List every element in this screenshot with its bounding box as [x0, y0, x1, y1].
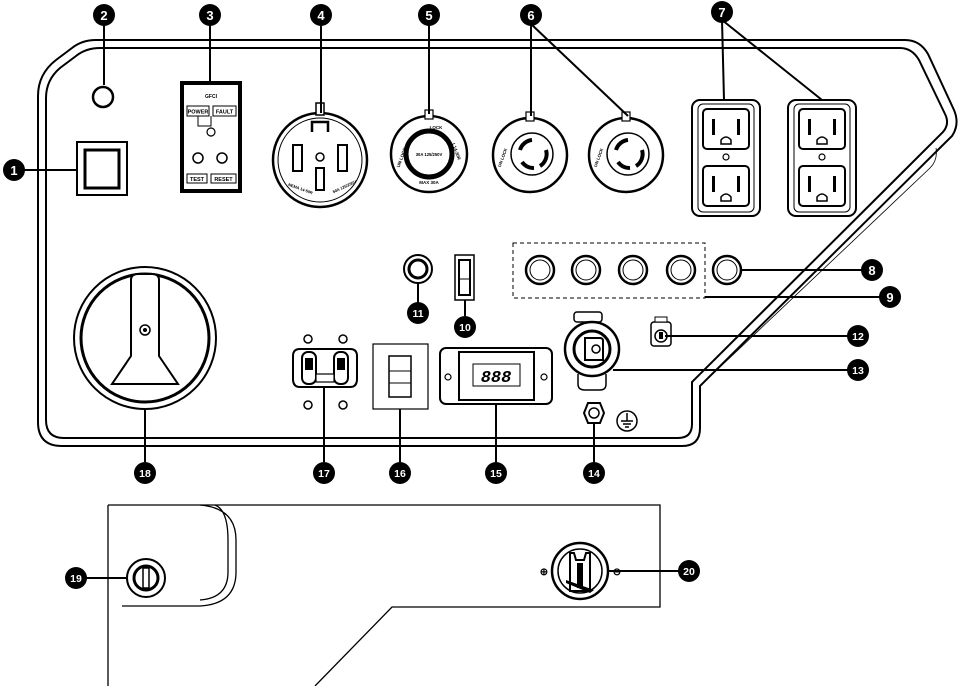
usb-port[interactable]	[650, 316, 672, 347]
battery-cover[interactable]	[372, 343, 429, 410]
callout-8: 8	[861, 259, 883, 281]
svg-text:5: 5	[425, 8, 432, 23]
svg-text:11: 11	[412, 308, 423, 320]
svg-text:17: 17	[318, 468, 330, 480]
callout-11: 11	[407, 302, 429, 324]
gfci-test-label: TEST	[190, 177, 205, 183]
callout-17: 17	[313, 462, 335, 484]
svg-text:16: 16	[394, 468, 406, 480]
duplex-outlet-left[interactable]	[691, 99, 761, 217]
svg-text:8: 8	[868, 263, 875, 278]
twist-lock-left-ring-label: UN LOCK	[497, 147, 509, 168]
callout-4: 4	[310, 4, 332, 26]
svg-text:4: 4	[317, 8, 325, 23]
receptacle-50a[interactable]: NEMA 14-50R 50A 125/250V	[271, 102, 369, 209]
gfci-reset-button[interactable]	[216, 152, 228, 164]
callout-7: 7	[711, 1, 733, 23]
breaker-group	[524, 254, 743, 286]
callout-13: 13	[847, 359, 869, 381]
twist-lock-30a-right-label: L14-30R	[451, 142, 462, 161]
digital-meter: 888	[439, 347, 553, 405]
panel-outline	[37, 39, 958, 447]
svg-text:2: 2	[100, 8, 107, 23]
svg-text:1: 1	[10, 163, 17, 178]
callout-19: 19	[65, 567, 87, 589]
fuel-valve[interactable]: ⊕ ⊖	[540, 541, 621, 601]
ground-terminal[interactable]	[582, 402, 606, 424]
dc-12v-outlet[interactable]	[563, 311, 621, 391]
svg-text:18: 18	[139, 468, 151, 480]
fuel-valve-on-mark: ⊕	[540, 567, 548, 578]
gfci-title: GFCI	[205, 94, 218, 100]
callout-6: 6	[520, 4, 542, 26]
gfci-power-label: POWER	[188, 110, 209, 116]
svg-text:12: 12	[852, 331, 864, 343]
panel-inner-outline	[699, 147, 937, 387]
svg-text:9: 9	[886, 290, 893, 305]
circuit-breaker-button[interactable]	[403, 254, 433, 284]
callout-2: 2	[93, 4, 115, 26]
twist-lock-right-ring-label: UN LOCK	[593, 147, 605, 168]
callout-5: 5	[418, 4, 440, 26]
svg-text:10: 10	[459, 322, 471, 334]
twist-lock-30a-center-label: 30A 125/250V	[416, 152, 443, 157]
indicator-lamp	[91, 85, 115, 109]
twist-lock-30a-left-label: UN LOCK	[396, 146, 408, 168]
callout-1: 1	[3, 159, 25, 181]
callout-12: 12	[847, 325, 869, 347]
twist-lock-30a-receptacle[interactable]: 30A 125/250V LOCK UN LOCK L14-30R MAX 30…	[389, 109, 469, 194]
lower-panel-outline	[107, 504, 661, 686]
twist-lock-receptacle-left[interactable]: UN LOCK	[491, 111, 569, 194]
callout-9: 9	[879, 286, 901, 308]
svg-text:14: 14	[588, 468, 600, 480]
svg-text:19: 19	[70, 573, 82, 585]
meter-digits: 888	[481, 369, 512, 388]
gfci-reset-label: RESET	[214, 177, 233, 183]
engine-switch-dial[interactable]	[73, 266, 217, 410]
svg-text:20: 20	[683, 566, 695, 578]
callout-16: 16	[389, 462, 411, 484]
gfci-power-light	[206, 127, 216, 137]
twist-lock-30a-bottom-label: MAX 30A	[419, 180, 439, 185]
ground-symbol-icon	[616, 410, 638, 432]
svg-text:3: 3	[206, 8, 213, 23]
callout-20: 20	[678, 560, 700, 582]
twist-lock-receptacle-right[interactable]: UN LOCK	[587, 111, 665, 194]
svg-text:13: 13	[852, 365, 864, 377]
svg-text:7: 7	[718, 5, 725, 20]
duplex-outlet-right[interactable]	[787, 99, 857, 217]
gfci-fault-label: FAULT	[216, 110, 234, 116]
main-power-switch[interactable]	[76, 141, 128, 196]
gfci-test-button[interactable]	[192, 152, 204, 164]
svg-text:15: 15	[490, 468, 502, 480]
breaker-group-outline	[512, 242, 706, 299]
callout-18: 18	[134, 462, 156, 484]
svg-text:6: 6	[527, 8, 534, 23]
parallel-terminals[interactable]	[292, 334, 358, 410]
callout-14: 14	[583, 462, 605, 484]
rocker-switch[interactable]	[454, 254, 475, 301]
gfci-module: GFCI POWER FAULT TEST RESET	[180, 81, 242, 193]
twist-lock-30a-top-label: LOCK	[430, 125, 443, 130]
fuel-valve-off-mark: ⊖	[613, 567, 621, 578]
callout-10: 10	[454, 316, 476, 338]
fuel-cap-knob[interactable]	[126, 558, 166, 598]
callout-15: 15	[485, 462, 507, 484]
callout-3: 3	[199, 4, 221, 26]
leader-lines	[24, 19, 880, 579]
callout-badges: 1 2 3 4 5 6 7 8 9 10 11 12 13 14 15 16 1…	[3, 1, 901, 589]
